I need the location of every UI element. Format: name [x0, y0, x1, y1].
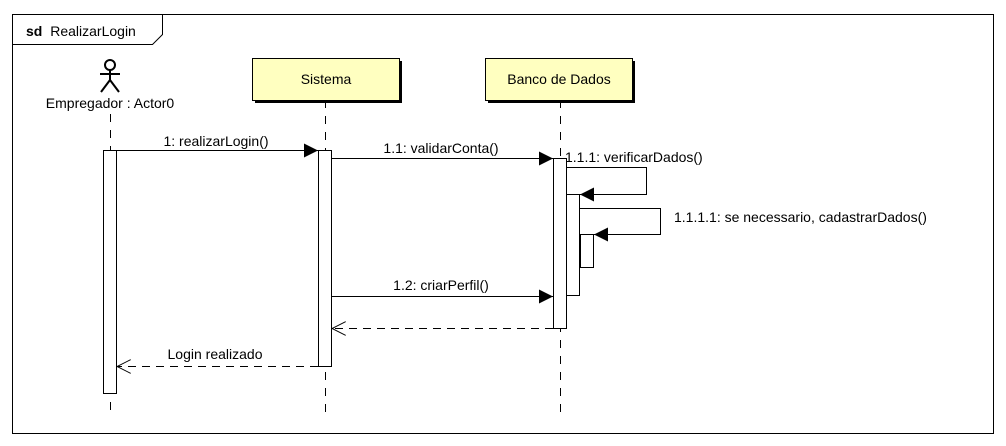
message-verificar-dados-label: 1.1.1: verificarDados() — [565, 149, 703, 165]
frame-title: sd RealizarLogin — [26, 23, 136, 39]
message-validar-conta-label: 1.1: validarConta() — [383, 140, 498, 156]
lifeline-banco-de-dados: Banco de Dados — [485, 58, 635, 103]
sistema-activation — [318, 150, 332, 367]
lifeline-sistema-label: Sistema — [301, 71, 352, 87]
actor-label: Empregador : Actor0 — [46, 95, 175, 111]
message-verificar-dados-arrow — [567, 167, 647, 202]
frame-name: RealizarLogin — [50, 23, 136, 39]
actor-stick-figure-icon — [100, 59, 120, 93]
return-login-realizado-label: Login realizado — [168, 346, 263, 362]
message-cadastrar-dados-arrow — [580, 208, 661, 242]
message-criar-perfil-label: 1.2: criarPerfil() — [393, 277, 489, 293]
lifeline-banco-label: Banco de Dados — [507, 71, 611, 87]
banco-activation — [553, 158, 567, 329]
lifeline-sistema: Sistema — [252, 58, 402, 103]
frame-tab — [12, 14, 163, 45]
message-realizar-login-label: 1: realizarLogin() — [163, 133, 268, 149]
frame-keyword: sd — [26, 23, 42, 39]
banco-activation-nested-2 — [580, 234, 594, 268]
message-cadastrar-dados-label: 1.1.1.1: se necessario, cadastrarDados() — [674, 209, 927, 225]
actor-activation — [103, 150, 117, 394]
actor: Empregador : Actor0 — [46, 59, 175, 111]
banco-activation-nested-1 — [566, 194, 580, 296]
